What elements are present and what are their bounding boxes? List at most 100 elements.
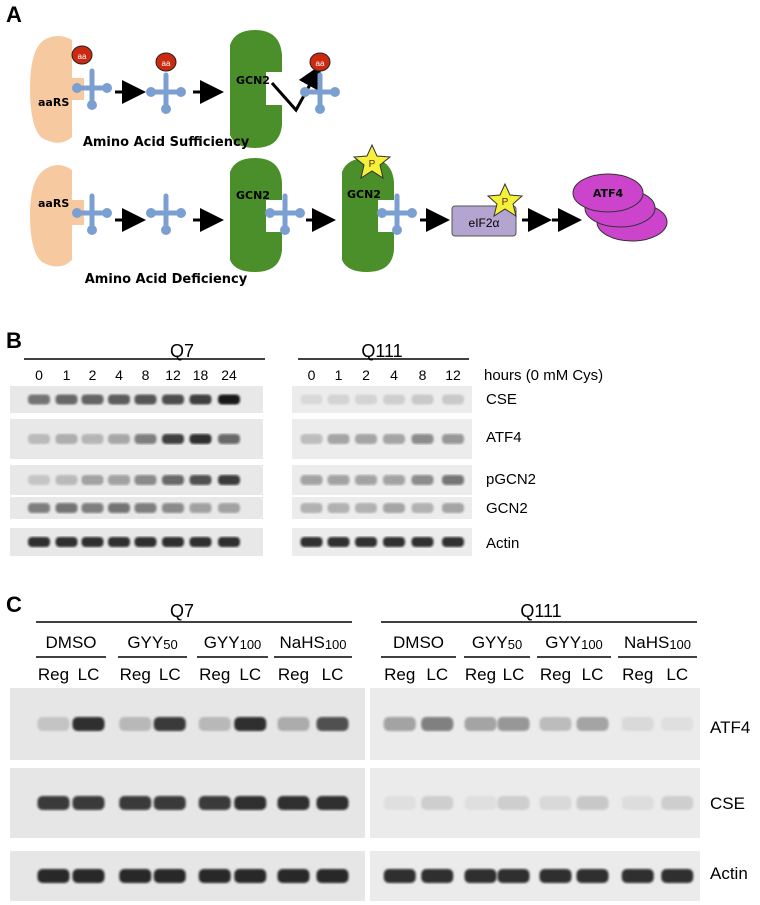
blot-band [162, 394, 184, 405]
reg-label: Reg [384, 665, 415, 684]
reg-label: Reg [199, 665, 230, 684]
reg-label: Reg [622, 665, 653, 684]
blot-band [576, 869, 609, 883]
blot-band [162, 434, 184, 444]
blot-band [37, 796, 70, 810]
blot-band [162, 503, 184, 513]
blot-band [55, 394, 78, 405]
blot-band [277, 796, 310, 810]
blot-band [55, 434, 78, 444]
blot-band [621, 796, 654, 810]
blot-band [189, 475, 212, 485]
svg-text:GCN2: GCN2 [236, 74, 270, 87]
trna-icon [377, 196, 417, 235]
blot-band [383, 503, 405, 513]
svg-text:aa: aa [162, 59, 171, 68]
blot-band [218, 394, 240, 405]
blot-band [108, 475, 130, 485]
blot-band [411, 475, 434, 485]
blot-band [108, 394, 130, 405]
blot-band [661, 796, 694, 810]
lc-label: LC [426, 665, 448, 684]
reg-label: Reg [540, 665, 571, 684]
trna-icon [146, 75, 186, 114]
treatment-label: GYY50 [127, 633, 177, 652]
treatment-label: GYY100 [545, 633, 603, 652]
blot-band [300, 503, 323, 513]
blot-band [300, 394, 323, 405]
blot-band [661, 869, 694, 883]
blot-band [134, 475, 157, 485]
lc-label: LC [159, 665, 181, 684]
group-q7: Q7 [170, 601, 194, 621]
lc-label: LC [582, 665, 604, 684]
blot-band [497, 869, 530, 883]
blot-band [300, 537, 323, 547]
blot-band [464, 869, 497, 883]
blot-band [576, 796, 609, 810]
blot-band [539, 717, 572, 731]
blot-band [383, 869, 416, 883]
blot-band [28, 434, 50, 444]
blot-band [55, 503, 78, 513]
blot-band [108, 537, 130, 547]
blot-label: ATF4 [486, 429, 522, 446]
blot-band [81, 475, 104, 485]
svg-text:eIF2α: eIF2α [469, 216, 500, 230]
blot-band [497, 717, 530, 731]
blot-band [28, 475, 50, 485]
blot-band [277, 717, 310, 731]
trna-icon [146, 196, 186, 235]
blot-label: CSE [710, 794, 745, 813]
blot-band [355, 394, 377, 405]
lc-label: LC [322, 665, 344, 684]
hour-label: 1 [335, 367, 343, 383]
reg-label: Reg [278, 665, 309, 684]
blot-band [661, 717, 694, 731]
hour-label: 1 [63, 367, 71, 383]
blot-band [108, 503, 130, 513]
blot-band [153, 869, 186, 883]
hour-label: 4 [115, 367, 123, 383]
svg-text:P: P [369, 159, 376, 170]
amino-acid-icon: aa [309, 52, 331, 72]
blot-band [327, 537, 350, 547]
blot-band [355, 503, 377, 513]
treatment-label: NaHS100 [279, 633, 346, 652]
blot-band [421, 796, 454, 810]
blot-band [189, 394, 212, 405]
blot-band [37, 717, 70, 731]
blot-band [81, 394, 104, 405]
blot-band [218, 475, 240, 485]
reg-label: Reg [120, 665, 151, 684]
blot-band [55, 475, 78, 485]
blot-band [218, 434, 240, 444]
blot-band [355, 434, 377, 444]
blot-band [108, 434, 130, 444]
blot-band [119, 717, 152, 731]
hour-label: 0 [35, 367, 43, 383]
panel-label-b: B [6, 328, 22, 353]
blot-band [72, 869, 105, 883]
svg-text:P: P [502, 197, 509, 208]
blot-band [539, 796, 572, 810]
blot-band [316, 717, 349, 731]
treatment-label: DMSO [393, 633, 444, 652]
blot-band [198, 869, 231, 883]
blot-band [383, 434, 405, 444]
blot-band [300, 434, 323, 444]
blot-band [198, 796, 231, 810]
blot-band [316, 796, 349, 810]
blot-band [442, 434, 464, 444]
blot-band [621, 869, 654, 883]
hour-label: 4 [390, 367, 398, 383]
blot-band [234, 717, 267, 731]
trna-icon [265, 196, 305, 235]
eif2a-box: eIF2α [451, 205, 517, 237]
blot-band [218, 537, 240, 547]
blot-band [153, 796, 186, 810]
phosphate-star-icon: P [352, 143, 392, 180]
blot-band [327, 394, 350, 405]
blot-band [119, 796, 152, 810]
